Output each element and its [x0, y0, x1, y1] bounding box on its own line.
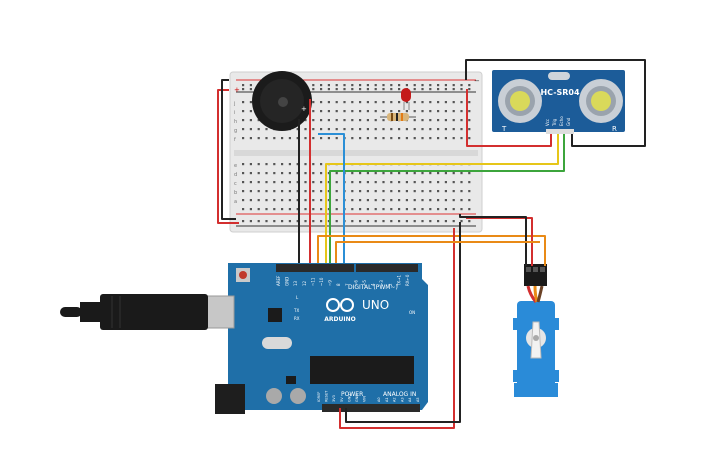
- wire-red-arduino-5v: [339, 228, 455, 429]
- analog-pin-label-A1: A1: [385, 397, 389, 402]
- pin-label-3: 12: [302, 280, 307, 286]
- pin-label-6: ~9: [328, 280, 333, 286]
- analog-pin-label-A5: A5: [416, 397, 420, 402]
- sensor-pin-trig: Trig: [552, 118, 557, 127]
- analog-pin-label-A0: A0: [377, 397, 381, 402]
- ultrasonic-sensor-hc-sr04[interactable]: HC-SR04 T R Vcc Trig Echo Gnd: [492, 70, 625, 134]
- pin-label-9: ~6: [353, 280, 358, 286]
- led-tx-label: TX: [293, 308, 299, 313]
- row-letter-c: c: [234, 181, 237, 187]
- wire-blue-led: [318, 133, 345, 263]
- pin-label-0: AREF: [276, 275, 281, 286]
- wire-yellow-trig: [325, 134, 559, 229]
- pin-label-1: GND: [285, 277, 290, 286]
- resistor[interactable]: [380, 113, 416, 121]
- pin-label-2: 13: [293, 280, 298, 286]
- wires: [217, 59, 646, 429]
- power-pin-label-4: GND: [347, 394, 351, 402]
- power-pin-label-1: RESET: [325, 390, 329, 402]
- row-letter-i: i: [234, 110, 235, 116]
- digital-header-label: DIGITAL (PWM~): [348, 284, 398, 291]
- wire-red-5v-rail: [217, 89, 239, 224]
- pin-label-10: ~5: [362, 280, 367, 286]
- pin-label-7: 8: [336, 283, 341, 286]
- led-l-label: L: [296, 295, 299, 300]
- sensor-pin-echo: Echo: [559, 116, 564, 126]
- sensor-pin-vcc: Vcc: [545, 119, 550, 126]
- row-letter-j: j: [233, 101, 235, 107]
- usb-cable[interactable]: [60, 294, 208, 330]
- sensor-model-label: HC-SR04: [540, 88, 580, 97]
- row-letter-f: f: [234, 137, 236, 143]
- wire-orange-d9: [335, 241, 540, 263]
- rail-plus-label: +: [234, 86, 240, 94]
- pin-label-8: 7: [345, 283, 350, 286]
- sensor-t-mark: T: [501, 125, 507, 133]
- servo-motor[interactable]: [513, 264, 559, 397]
- led-rx-label: RX: [294, 316, 300, 321]
- power-pin-label-5: GND: [355, 394, 359, 402]
- piezo-buzzer[interactable]: +: [252, 71, 312, 131]
- pin-label-15: RX←0: [405, 274, 410, 286]
- sensor-r-mark: R: [612, 125, 617, 133]
- row-letter-g: g: [234, 128, 237, 134]
- pin-label-11: 4: [371, 283, 376, 286]
- pin-label-14: TX→1: [396, 274, 401, 287]
- power-pin-label-0: IOREF: [317, 392, 321, 402]
- analog-pin-label-A4: A4: [408, 397, 412, 402]
- pin-label-12: ~3: [379, 280, 384, 286]
- arduino-brand-label: ARDUINO: [324, 316, 355, 323]
- arduino-uno-board[interactable]: ARDUINO UNO DIGITAL (PWM~) POWER ANALOG …: [205, 263, 428, 414]
- wire-black-gnd-rail: [221, 79, 236, 220]
- buzzer-plus-mark: +: [301, 105, 307, 113]
- power-pin-label-3: 5V: [340, 397, 344, 402]
- power-header-label: POWER: [341, 391, 363, 398]
- arduino-model-label: UNO: [362, 298, 389, 312]
- row-letter-h: h: [234, 119, 237, 125]
- on-led-label: ON: [409, 310, 415, 315]
- analog-pin-label-A2: A2: [393, 397, 397, 402]
- wire-black-sensor-gnd: [465, 59, 646, 147]
- wire-red-sensor-vcc: [466, 89, 552, 147]
- wire-black-arduino-gnd: [345, 222, 461, 423]
- analog-pin-label-A3: A3: [400, 397, 404, 402]
- analog-header-label: ANALOG IN: [383, 391, 416, 398]
- red-led[interactable]: [401, 88, 411, 110]
- row-letter-e: e: [234, 163, 237, 169]
- row-letter-a: a: [234, 199, 237, 205]
- wire-green-echo: [329, 134, 565, 229]
- sensor-pin-gnd: Gnd: [566, 117, 571, 126]
- wire-orange-servo-signal: [317, 235, 546, 266]
- pin-label-5: ~10: [319, 277, 324, 286]
- power-pin-label-2: 3V3: [332, 395, 336, 402]
- rail-minus-label: −: [474, 77, 480, 85]
- row-letter-b: b: [234, 190, 237, 196]
- pin-label-13: 2: [388, 283, 393, 286]
- pin-label-4: ~11: [310, 277, 315, 286]
- power-pin-label-6: VIN: [363, 396, 367, 402]
- row-letter-d: d: [234, 172, 237, 178]
